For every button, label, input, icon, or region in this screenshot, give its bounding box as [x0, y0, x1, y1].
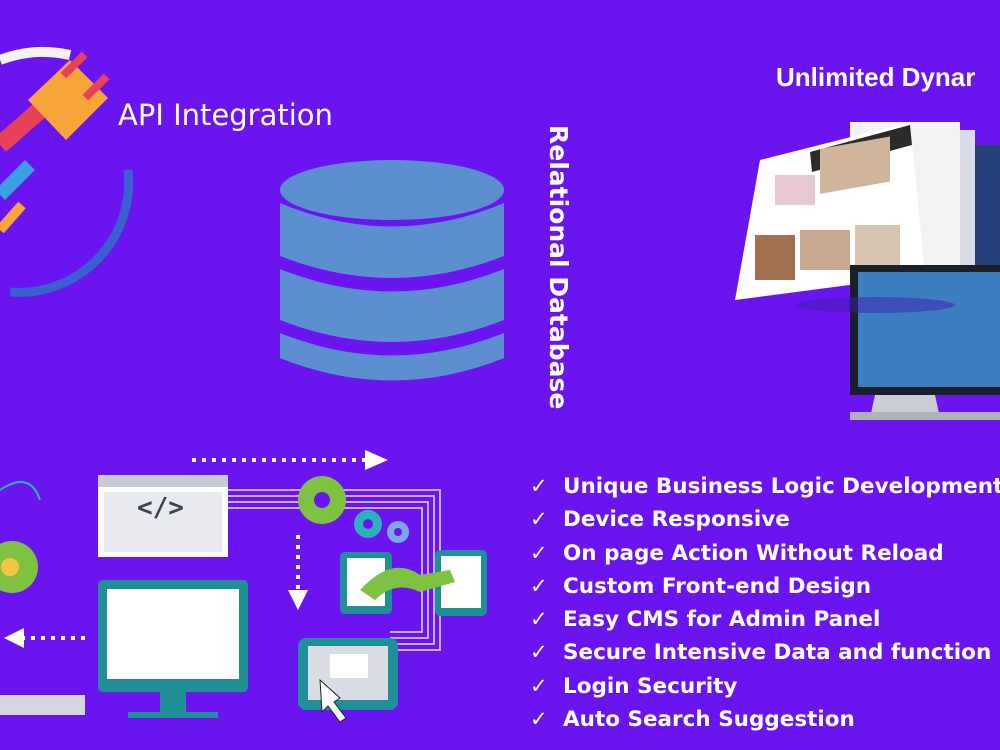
gears — [298, 476, 409, 543]
api-integration-title: API Integration — [118, 98, 333, 132]
check-icon: ✓ — [530, 540, 548, 565]
feature-item: ✓ Unique Business Logic Development — [530, 470, 1000, 503]
feature-item: ✓ Device Responsive — [530, 503, 1000, 536]
api-plug-illustration — [0, 46, 134, 297]
ruler — [0, 695, 85, 715]
code-window — [98, 475, 228, 557]
check-icon: ✓ — [530, 607, 548, 632]
workflow-illustration — [0, 450, 487, 723]
feature-label: Unique Business Logic Development — [563, 474, 1000, 499]
plug-body — [28, 60, 108, 140]
check-icon: ✓ — [530, 474, 548, 498]
feature-item: ✓ On page Action Without Reload — [530, 537, 1000, 570]
check-icon: ✓ — [530, 507, 548, 532]
feature-label: Auto Search Suggestion — [563, 707, 855, 733]
api-arc — [9, 169, 134, 297]
dynamic-pages-monitor-illustration — [735, 122, 1000, 420]
feature-label: Easy CMS for Admin Panel — [563, 607, 881, 633]
database-icon — [280, 160, 504, 381]
feature-label: On page Action Without Reload — [563, 540, 944, 566]
feature-item: ✓ Easy CMS for Admin Panel — [530, 603, 1000, 636]
feature-label: Login Security — [563, 673, 738, 699]
plug-cord-red — [0, 103, 46, 152]
feature-label: Custom Front-end Design — [563, 573, 872, 599]
feature-item: ✓ Login Security — [530, 670, 1000, 703]
plug-prong-1 — [60, 51, 88, 79]
handshake-devices — [340, 550, 487, 616]
feature-item: ✓ Secure Intensive Data and function — [530, 636, 1000, 669]
monitor-shadow — [795, 297, 955, 313]
api-arc-top — [0, 46, 72, 65]
unlimited-dynamic-title: Unlimited Dynar — [776, 62, 976, 92]
check-icon: ✓ — [530, 673, 548, 698]
left-bubble — [0, 541, 38, 593]
computer-monitor — [98, 580, 248, 718]
feature-list: ✓ Unique Business Logic Development ✓ Devi… — [530, 470, 1000, 736]
relational-database-title: Relational Database — [544, 125, 573, 410]
tablet — [298, 638, 398, 723]
monitor — [850, 265, 1000, 420]
plug-cord-orange — [0, 201, 26, 234]
front-webpage — [735, 122, 925, 300]
feature-label: Secure Intensive Data and function — [563, 640, 992, 666]
check-icon: ✓ — [530, 707, 548, 732]
check-icon: ✓ — [530, 640, 548, 665]
plug-cord-blue — [0, 160, 35, 200]
feature-item: ✓ Auto Search Suggestion — [530, 703, 1000, 736]
code-tag-label: </> — [137, 493, 184, 523]
check-icon: ✓ — [530, 573, 548, 598]
plug-prong-2 — [82, 73, 110, 101]
feature-item: ✓ Custom Front-end Design — [530, 570, 1000, 603]
feature-label: Device Responsive — [563, 507, 790, 533]
